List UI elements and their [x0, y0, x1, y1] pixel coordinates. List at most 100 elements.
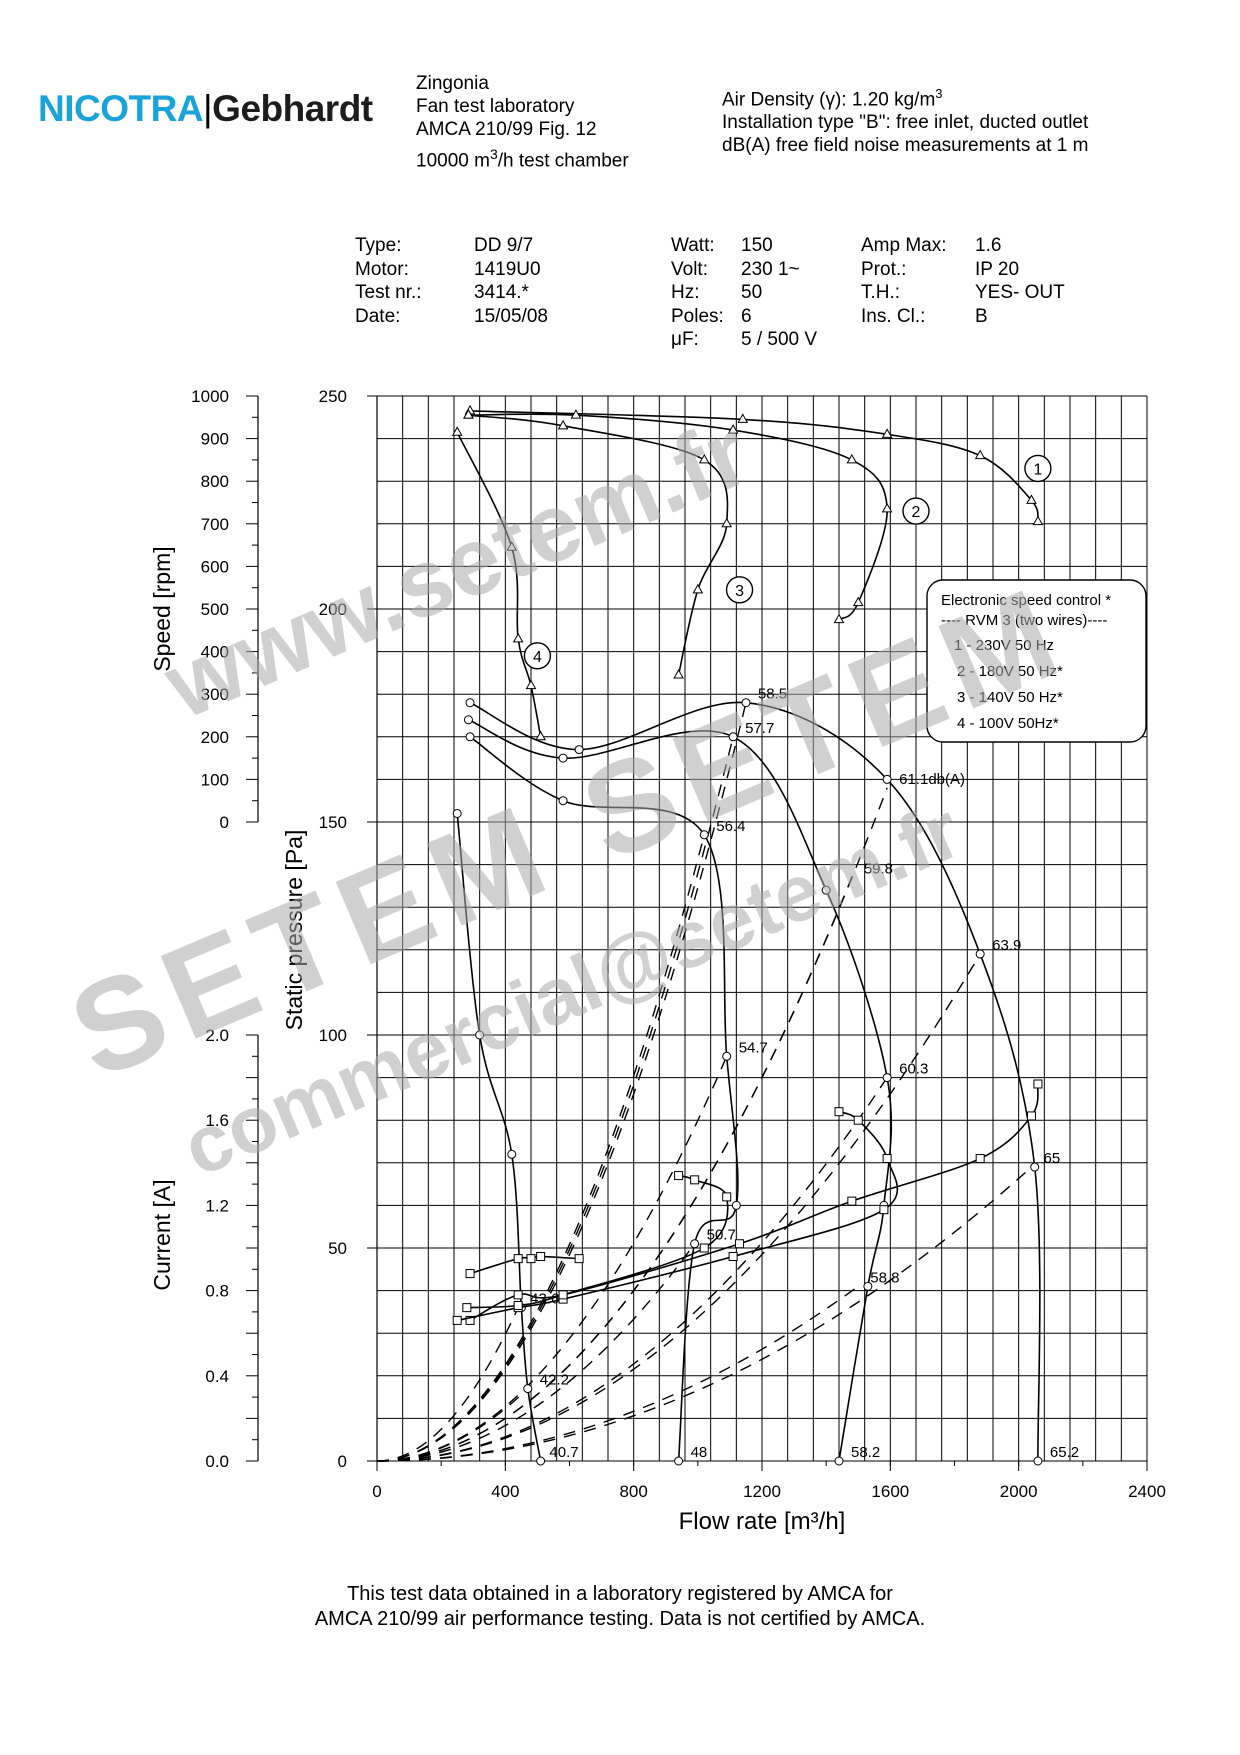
speed-tick-label: 1000	[191, 387, 229, 406]
current-point	[975, 1154, 985, 1164]
noise-level-label: 40.7	[549, 1444, 578, 1461]
pressure-tick-label: 100	[319, 1026, 347, 1045]
current-tick-label: 1.2	[205, 1196, 229, 1215]
speed-point	[881, 428, 893, 438]
current-point	[699, 1243, 709, 1253]
noise-level-label: 58.2	[851, 1444, 880, 1461]
speed-tick-label: 800	[201, 472, 229, 491]
logo-nicotra: NICOTRA	[38, 88, 204, 129]
speed-point	[721, 517, 733, 528]
amca-disclaimer: This test data obtained in a laboratory …	[314, 1583, 926, 1630]
x-tick-label: 2400	[1128, 1482, 1166, 1501]
pressure-point	[1033, 1456, 1043, 1466]
pressure-curve-4	[456, 813, 542, 1462]
current-point	[879, 1205, 889, 1215]
logo-separator: |	[203, 88, 213, 129]
speed-curve-3	[468, 414, 729, 676]
noise-level-label: 58.8	[870, 1269, 899, 1286]
legend-item: 3 - 140V 50 Hz*	[957, 689, 1063, 706]
current-point	[513, 1290, 523, 1300]
pressure-tick-label: 150	[319, 813, 347, 832]
pressure-point	[475, 1030, 485, 1040]
noise-level-label: 57.7	[745, 720, 774, 737]
curve-badge-4	[523, 642, 552, 670]
system-resistance-line	[376, 1243, 696, 1462]
current-point	[1027, 1111, 1036, 1121]
speed-point	[852, 596, 864, 607]
pressure-point	[741, 698, 751, 708]
current-point	[853, 1115, 863, 1125]
pressure-point	[574, 745, 584, 755]
system-resistance-line	[376, 1166, 1032, 1462]
current-point	[513, 1254, 523, 1264]
speed-tick-label: 300	[201, 685, 229, 704]
speed-point	[506, 541, 518, 551]
pressure-tick-label: 50	[328, 1239, 347, 1258]
speed-point	[463, 409, 474, 419]
noise-level-label: 60.3	[899, 1061, 928, 1078]
noise-note: dB(A) free field noise measurements at 1…	[722, 135, 1089, 157]
lab-info: Zingonia Fan test laboratory AMCA 210/99…	[416, 72, 629, 172]
logo-gebhardt: Gebhardt	[212, 88, 373, 129]
pressure-point	[558, 796, 568, 806]
spec-col2-labels: Watt:Volt:Hz:Poles:μF:	[671, 235, 724, 350]
x-axis-label: Flow rate [m³/h]	[679, 1508, 846, 1535]
system-resistance-line	[376, 702, 747, 1462]
speed-tick-label: 0	[220, 813, 229, 832]
current-point	[728, 1252, 738, 1262]
pressure-point	[975, 949, 985, 959]
noise-level-label: 61.1db(A)	[899, 771, 965, 788]
speed-point	[1026, 494, 1037, 504]
speed-point	[846, 453, 858, 464]
pressure-tick-label: 250	[319, 387, 347, 406]
system-resistance-line	[376, 736, 734, 1462]
pressure-tick-label: 200	[319, 600, 347, 619]
x-tick-label: 400	[491, 1482, 519, 1501]
curve-badge-label: 4	[533, 649, 542, 666]
current-tick-label: 1.6	[205, 1111, 229, 1130]
legend-item: 2 - 180V 50 Hz*	[957, 663, 1063, 680]
system-resistance-line	[376, 877, 853, 1462]
current-point	[462, 1303, 472, 1313]
speed-tick-label: 500	[201, 600, 229, 619]
current-point	[735, 1239, 745, 1249]
brand-logo: NICOTRA|Gebhardt	[38, 88, 373, 130]
speed-curve-1	[470, 410, 1039, 522]
pressure-point	[558, 753, 568, 763]
current-point	[674, 1171, 684, 1181]
speed-axis-label: Speed [rpm]	[149, 546, 175, 671]
spec-col3-labels: Amp Max:Prot.:T.H.:Ins. Cl.:	[861, 235, 947, 327]
current-point	[847, 1196, 857, 1206]
current-tick-label: 0.0	[205, 1452, 229, 1471]
pressure-point	[722, 1051, 732, 1061]
noise-level-label: 65.2	[1050, 1444, 1079, 1461]
speed-tick-label: 200	[201, 728, 229, 747]
speed-point	[451, 426, 463, 436]
system-resistance-line	[376, 787, 888, 1462]
current-point	[536, 1252, 546, 1262]
speed-point	[512, 632, 524, 643]
installation-type: Installation type "B": free inlet, ducte…	[722, 112, 1089, 134]
current-point	[558, 1290, 568, 1300]
noise-level-label: 48	[691, 1444, 708, 1461]
air-density: Air Density (γ): 1.20 kg/m3	[722, 86, 943, 111]
system-resistance-line	[376, 834, 705, 1462]
system-resistance-line	[376, 1388, 529, 1462]
pressure-point	[728, 732, 738, 742]
current-tick-label: 0.4	[205, 1367, 229, 1386]
speed-tick-label: 600	[201, 557, 229, 576]
speed-tick-label: 900	[201, 430, 229, 449]
legend-title: Electronic speed control *	[941, 592, 1111, 609]
current-tick-label: 2.0	[205, 1026, 229, 1045]
current-point	[513, 1301, 523, 1311]
current-point	[526, 1254, 536, 1264]
pressure-point	[452, 808, 462, 818]
speed-point	[737, 413, 749, 423]
speed-point	[557, 419, 569, 430]
pressure-curve-3	[469, 736, 739, 1462]
pressure-point	[463, 715, 473, 725]
speed-point	[692, 583, 704, 594]
current-point	[452, 1315, 462, 1325]
current-point	[465, 1269, 475, 1279]
